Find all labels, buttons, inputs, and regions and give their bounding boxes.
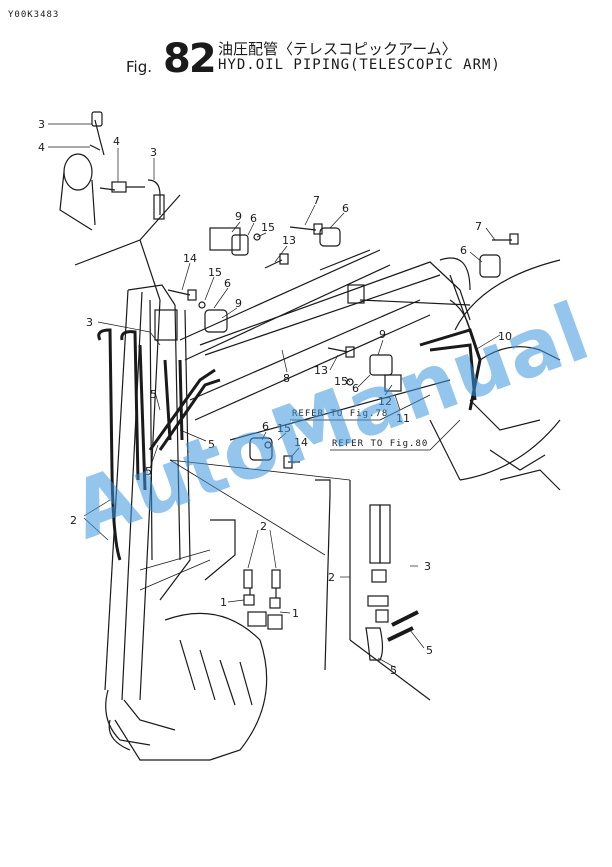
callout-9: 9 bbox=[379, 328, 386, 341]
callout-5: 5 bbox=[150, 388, 157, 401]
callout-13: 13 bbox=[282, 234, 296, 247]
callout-5: 5 bbox=[426, 644, 433, 657]
callout-7: 7 bbox=[313, 194, 320, 207]
reference-fig-78: REFER TO Fig.78 bbox=[292, 409, 388, 419]
callout-1: 1 bbox=[220, 596, 227, 609]
telescopic-arm bbox=[179, 249, 471, 441]
figure-number: 82 bbox=[163, 36, 217, 82]
callout-11: 11 bbox=[396, 412, 410, 425]
callout-9: 9 bbox=[235, 210, 242, 223]
callout-14: 14 bbox=[183, 252, 197, 265]
right-frame bbox=[429, 259, 561, 491]
callout-leaders bbox=[48, 123, 501, 669]
callout-7: 7 bbox=[475, 220, 482, 233]
callout-1: 1 bbox=[292, 607, 299, 620]
inset-detail-top-left bbox=[59, 111, 181, 301]
callout-9: 9 bbox=[235, 297, 242, 310]
figure-prefix: Fig. bbox=[126, 58, 152, 76]
callout-3: 3 bbox=[38, 118, 45, 131]
callout-3: 3 bbox=[150, 146, 157, 159]
callout-15: 15 bbox=[334, 375, 348, 388]
callout-12: 12 bbox=[378, 395, 392, 408]
callout-6: 6 bbox=[352, 382, 359, 395]
callout-3: 3 bbox=[424, 560, 431, 573]
callout-4: 4 bbox=[38, 141, 45, 154]
reference-fig-80: REFER TO Fig.80 bbox=[332, 439, 428, 449]
callout-6: 6 bbox=[224, 277, 231, 290]
boom-assembly bbox=[104, 284, 268, 761]
document-code: Y00K3483 bbox=[8, 10, 60, 20]
bolts bbox=[167, 223, 519, 469]
callout-2: 2 bbox=[328, 571, 335, 584]
callout-6: 6 bbox=[342, 202, 349, 215]
callout-5: 5 bbox=[390, 664, 397, 677]
callout-labels: 3 4 4 3 7 6 9 6 15 13 14 15 6 9 7 6 3 10… bbox=[38, 118, 512, 677]
callout-8: 8 bbox=[283, 372, 290, 385]
callout-15: 15 bbox=[208, 266, 222, 279]
inset-connectors bbox=[139, 459, 351, 591]
callout-13: 13 bbox=[314, 364, 328, 377]
callout-5: 5 bbox=[208, 438, 215, 451]
callout-5: 5 bbox=[145, 465, 152, 478]
inset-detail-bottom-middle bbox=[204, 519, 283, 630]
clamps-and-brackets bbox=[198, 227, 501, 461]
callout-6: 6 bbox=[460, 244, 467, 257]
callout-3: 3 bbox=[86, 316, 93, 329]
callout-15: 15 bbox=[261, 221, 275, 234]
reference-leaders bbox=[290, 394, 461, 451]
callout-6: 6 bbox=[250, 212, 257, 225]
hydraulic-hoses bbox=[97, 328, 482, 561]
callout-10: 10 bbox=[498, 330, 512, 343]
callout-14: 14 bbox=[294, 436, 308, 449]
callout-2: 2 bbox=[70, 514, 77, 527]
callout-4: 4 bbox=[113, 135, 120, 148]
title-english: HYD.OIL PIPING(TELESCOPIC ARM) bbox=[218, 57, 501, 73]
callout-15: 15 bbox=[277, 422, 291, 435]
inset-detail-bottom-right bbox=[315, 479, 431, 701]
callout-2: 2 bbox=[260, 520, 267, 533]
title-japanese: 油圧配管〈テレスコピックアーム〉 bbox=[218, 40, 457, 58]
callout-6: 6 bbox=[262, 420, 269, 433]
